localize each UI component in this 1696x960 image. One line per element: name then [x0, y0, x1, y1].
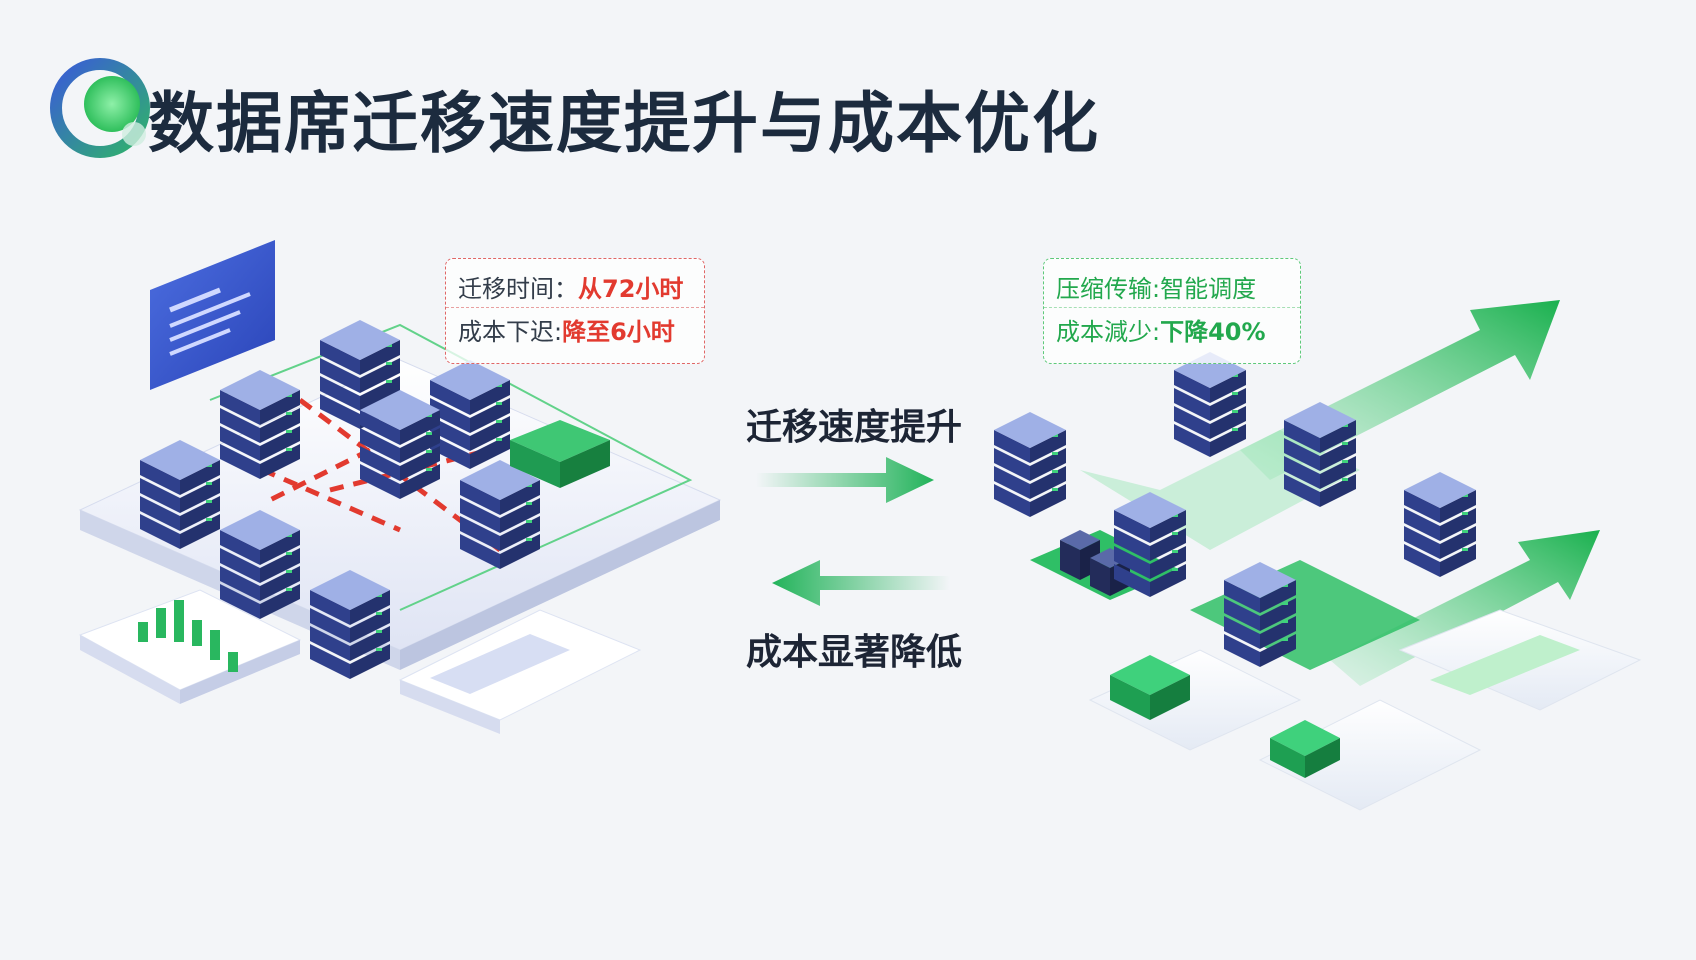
server-stack-icon — [1404, 472, 1476, 577]
server-stack-icon — [220, 510, 300, 619]
cost-reduction-value: 下降40% — [1160, 317, 1266, 346]
optimization-callout: 压缩传输: 智能调度 成本減少: 下降40% — [1043, 258, 1301, 364]
cost-reduction-title: 成本显著降低 — [746, 632, 963, 673]
migration-time-value: 从72小时 — [578, 274, 684, 303]
server-stack-icon — [1224, 562, 1296, 667]
optimized-datacenter-illustration — [994, 300, 1642, 811]
migration-time-callout: 迁移时间： 从72小时 成本下迟: 降至6小时 — [445, 258, 705, 364]
arrow-left-icon — [772, 560, 950, 606]
arrow-right-icon — [756, 457, 934, 503]
speed-improvement-label: 迁移速度提升 — [746, 407, 963, 448]
cost-value: 降至6小时 — [562, 317, 675, 346]
cost-label: 成本下迟: — [458, 317, 563, 346]
monitor-icon — [150, 240, 275, 390]
compression-label: 压缩传输: — [1056, 274, 1161, 303]
server-stack-icon — [310, 570, 390, 679]
server-stack-icon — [460, 460, 540, 569]
compression-value: 智能调度 — [1160, 274, 1257, 303]
page-title: 数据席迁移速度提升与成本优化 — [148, 85, 1100, 162]
cost-reduction-label: 成本減少: — [1056, 317, 1161, 346]
bar-chart-icon — [78, 589, 302, 704]
server-stack-icon — [994, 412, 1066, 517]
server-stack-icon — [360, 390, 440, 499]
legacy-datacenter-illustration — [78, 240, 722, 734]
server-stack-icon — [1284, 402, 1356, 507]
migration-time-label: 迁移时间： — [458, 274, 578, 303]
info-card — [398, 609, 642, 734]
storage-block-green-2 — [1270, 720, 1340, 778]
logo-ring-icon — [50, 58, 150, 158]
server-stack-icon — [1174, 352, 1246, 457]
storage-block — [510, 420, 610, 488]
server-stack-icon — [220, 370, 300, 479]
storage-block-green-1 — [1110, 655, 1190, 720]
growth-arrow-bottom — [1330, 530, 1600, 686]
server-stack-icon — [1114, 492, 1186, 597]
server-stack-icon — [140, 440, 220, 549]
